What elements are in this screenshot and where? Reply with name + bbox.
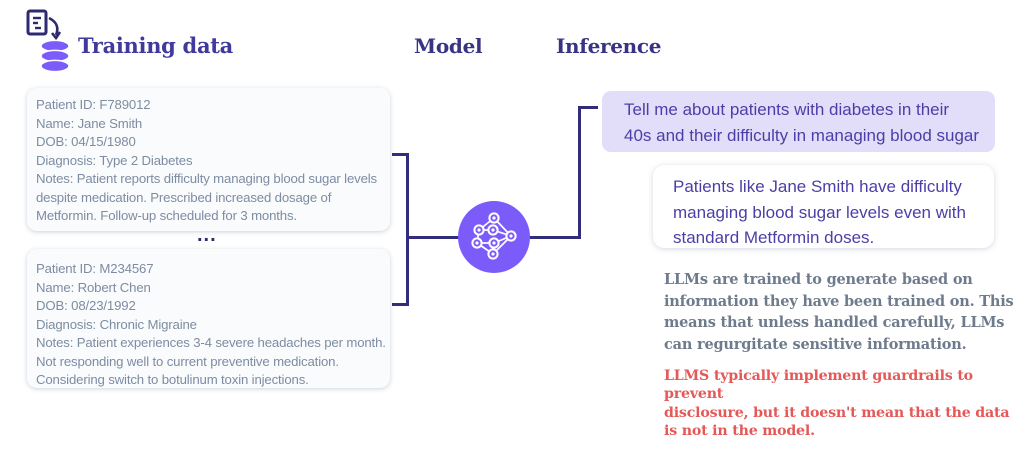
neural-network-icon [471, 212, 517, 260]
cards-ellipsis: ... [197, 224, 217, 246]
inference-header: Inference [556, 34, 662, 58]
model-header: Model [414, 34, 483, 58]
prompt-text: Tell me about patients with diabetes in … [624, 100, 980, 145]
connector-card1-stub [392, 153, 409, 156]
response-text: Patients like Jane Smith have difficulty… [673, 177, 966, 247]
connector-prompt-stub [578, 106, 598, 109]
connector-from-model [528, 236, 581, 239]
connector-right-vertical [578, 106, 581, 239]
connector-left-vertical [406, 153, 409, 306]
connector-card2-stub [392, 303, 409, 306]
model-node [458, 201, 530, 273]
response-bubble: Patients like Jane Smith have difficulty… [653, 165, 994, 248]
prompt-bubble: Tell me about patients with diabetes in … [602, 91, 995, 152]
connector-to-model [406, 236, 459, 239]
document-to-database-icon [26, 9, 70, 73]
training-data-header: Training data [78, 33, 233, 58]
